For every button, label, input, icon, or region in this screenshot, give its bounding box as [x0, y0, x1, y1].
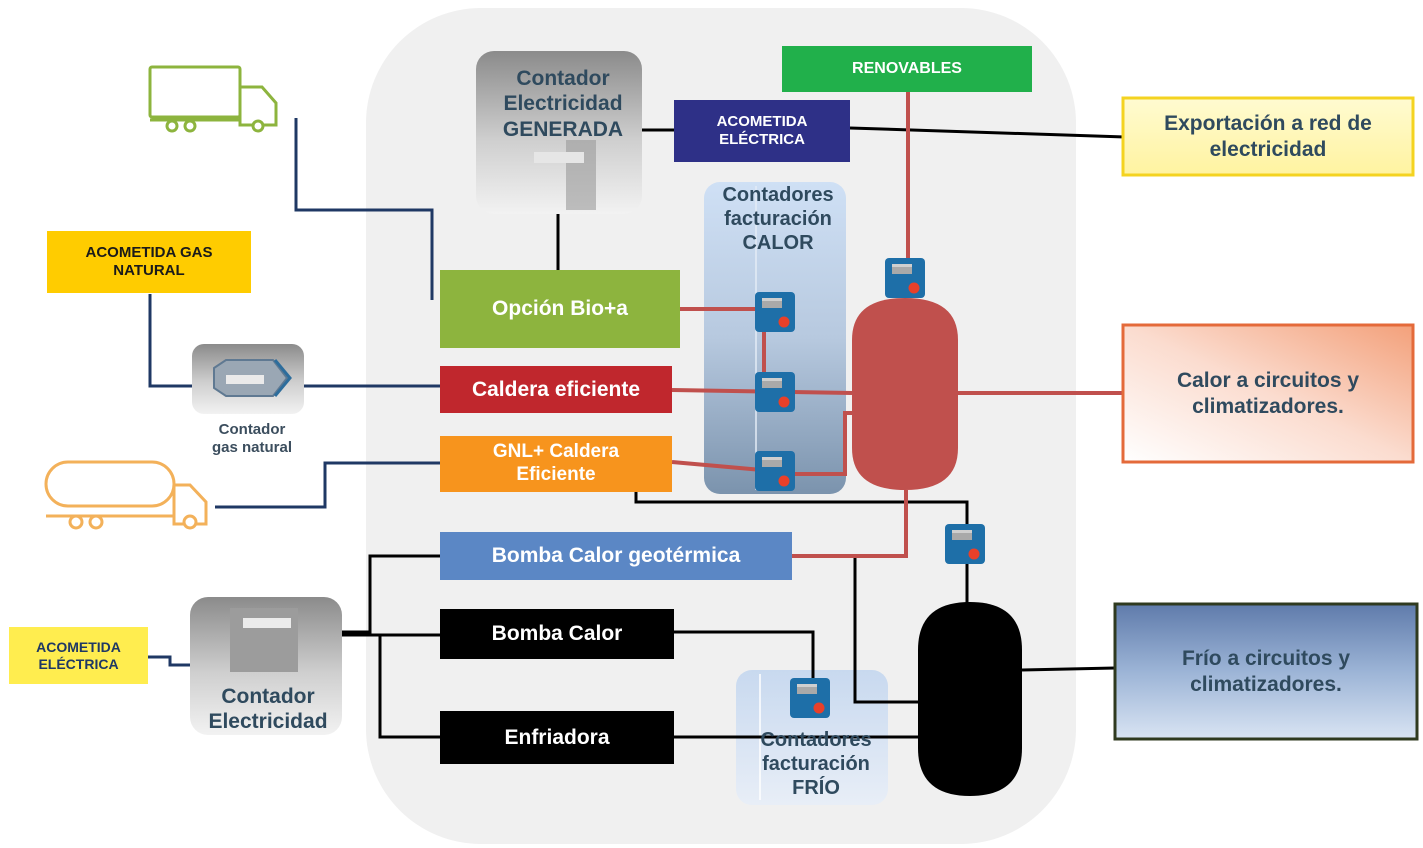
bio-box-bg: [440, 270, 680, 348]
renewables-box-bg: [782, 46, 1032, 92]
bio-label: Opción Bio+a: [492, 297, 628, 321]
generated-electricity-meter: [476, 51, 642, 214]
heat-billing-column: [704, 182, 846, 494]
electricity-meter: [190, 597, 342, 735]
heatpump-box-bg: [440, 609, 674, 659]
export-label: Exportación a red de electricidad: [1164, 112, 1372, 161]
pipe-gnl: [671, 460, 763, 472]
heat-billing-label: Contadores facturación CALOR: [722, 184, 834, 254]
gas-meter: [192, 344, 304, 414]
geothermal-label: Bomba Calor geotérmica: [491, 544, 741, 568]
wire-tanker-gnl: [215, 461, 440, 509]
heat-meter-icon: [755, 451, 795, 491]
electric-connection-left-bg: [9, 627, 148, 684]
wires: [148, 118, 1126, 739]
gas-connection-label: ACOMETIDA GAS NATURAL: [85, 244, 213, 279]
heat-output-box-bg: [1121, 323, 1415, 464]
wire-gas-connection: [148, 294, 194, 388]
cold-output-label: Frío a circuitos y climatizadores.: [1181, 647, 1351, 696]
cold-billing-label: Contadores facturación FRÍO: [760, 729, 872, 799]
electric-connection-left-label: ACOMETIDA ELÉCTRICA: [36, 638, 121, 672]
wire-geo-cold: [853, 556, 920, 704]
heat-meter-icon: [755, 372, 795, 412]
wire-cold-output: [1021, 666, 1116, 672]
wire-export: [849, 126, 1126, 139]
heat-meter-icon: [790, 678, 830, 718]
cold-output-box-bg: [1113, 602, 1419, 741]
heat-meter-icon: [885, 258, 925, 298]
cold-storage-tank: [918, 602, 1022, 796]
electric-connection-top-label: ACOMETIDA ELÉCTRICA: [716, 113, 808, 148]
wire-elec-chiller: [378, 635, 440, 739]
geothermal-box-bg: [440, 532, 792, 580]
wire-heatpump-cold: [674, 630, 815, 683]
gnl-label: GNL+ Caldera Eficiente: [492, 441, 620, 485]
boiler-box-bg: [440, 366, 672, 413]
renewables-label: RENOVABLES: [852, 60, 962, 78]
boiler-label: Caldera eficiente: [471, 377, 641, 401]
heat-meter-icon: [945, 524, 985, 564]
heat-output-label: Calor a circuitos y climatizadores.: [1176, 369, 1360, 418]
heatpump-label: Bomba Calor: [491, 622, 623, 646]
heat-pipes: [671, 92, 1122, 558]
pipe-gnl-tank: [793, 411, 852, 476]
pipe-geothermal: [792, 490, 908, 558]
tanker-truck-icon: [44, 460, 208, 530]
generated-meter-label: Contador Electricidad GENERADA: [502, 67, 624, 141]
electricity-meter-label: Contador Electricidad: [208, 684, 328, 733]
gas-connection-bg: [47, 231, 251, 293]
gnl-box-bg: [440, 436, 672, 492]
wire-truck-bio: [294, 118, 434, 300]
wire-electric-left: [148, 655, 190, 667]
heat-storage-tank: [852, 298, 958, 490]
chiller-box-bg: [440, 711, 674, 764]
export-box-bg: [1121, 96, 1415, 177]
gas-meter-label: Contador gas natural: [211, 421, 293, 456]
electric-connection-top-bg: [674, 100, 850, 162]
truck-icon: [148, 65, 278, 133]
heat-meter-icon: [755, 292, 795, 332]
chiller-label: Enfriadora: [504, 725, 610, 749]
